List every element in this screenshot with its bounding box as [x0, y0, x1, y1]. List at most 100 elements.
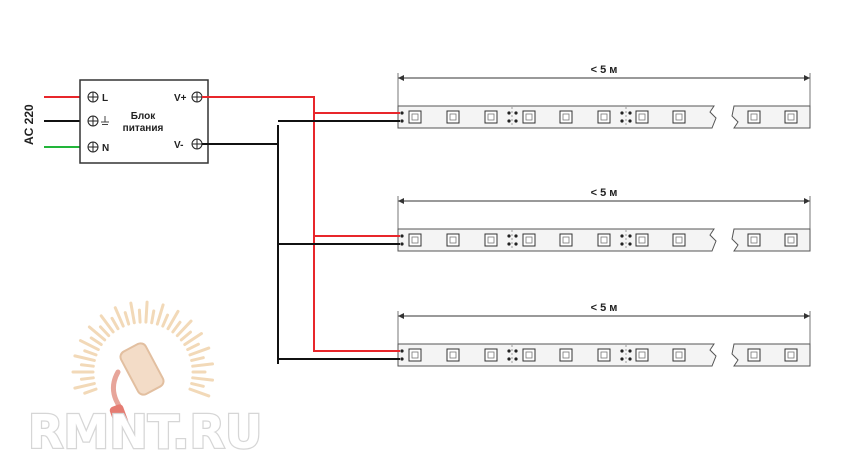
- solder-pad: [400, 349, 404, 353]
- led-chip-core: [675, 351, 683, 359]
- solder-pad: [507, 111, 511, 115]
- solder-pad: [628, 357, 632, 361]
- solder-pad: [514, 111, 518, 115]
- led-chip-core: [750, 236, 758, 244]
- led-chip-core: [562, 236, 570, 244]
- sunburst-logo: [71, 300, 215, 398]
- sunburst-ray: [188, 346, 211, 357]
- sunburst-ray: [83, 387, 98, 395]
- arrow-left-icon: [398, 198, 404, 204]
- sunburst-ray: [123, 311, 131, 326]
- arrow-right-icon: [804, 313, 810, 319]
- led-chip: [597, 110, 611, 124]
- sunburst-ray: [188, 387, 211, 398]
- led-chip: [484, 348, 498, 362]
- sunburst-ray: [191, 376, 215, 382]
- led-chip-core: [449, 351, 457, 359]
- led-strips: < 5 м < 5 м < 5 м: [278, 64, 811, 367]
- strip-segment-end: [731, 105, 811, 129]
- led-chip-core: [411, 236, 419, 244]
- led-chip: [784, 233, 798, 247]
- terminal-plus-icon: [191, 91, 203, 103]
- led-chip-core: [638, 351, 646, 359]
- led-chip-core: [525, 351, 533, 359]
- arrow-right-icon: [804, 75, 810, 81]
- led-chip: [408, 233, 422, 247]
- led-chip-core: [525, 236, 533, 244]
- strip-segment-main: [397, 343, 717, 367]
- solder-pad: [628, 349, 632, 353]
- sunburst-ray: [166, 309, 180, 331]
- led-chip-core: [487, 113, 495, 121]
- solder-pad: [628, 111, 632, 115]
- strip-segment-end: [731, 343, 811, 367]
- solder-pad: [620, 111, 624, 115]
- solder-pad: [620, 242, 624, 246]
- positive-bus-wire: [202, 96, 315, 352]
- led-chip-core: [600, 113, 608, 121]
- led-chip: [446, 348, 460, 362]
- sunburst-ray: [183, 332, 203, 347]
- led-chip: [559, 110, 573, 124]
- led-chip-core: [449, 113, 457, 121]
- led-chip-core: [638, 236, 646, 244]
- led-chip: [747, 110, 761, 124]
- arrow-right-icon: [804, 198, 810, 204]
- watermark-text: RMNT.RU: [28, 405, 262, 459]
- led-chip: [635, 233, 649, 247]
- led-strip: < 5 м: [278, 187, 811, 252]
- output-plus-label: V+: [174, 93, 187, 104]
- arrow-left-icon: [398, 75, 404, 81]
- terminal-l-icon: [87, 91, 99, 103]
- led-chip-core: [750, 351, 758, 359]
- strip-segment-main: [397, 105, 717, 129]
- strip-length-label: < 5 м: [591, 302, 618, 314]
- sunburst-ray: [73, 382, 96, 390]
- solder-pad: [620, 349, 624, 353]
- terminal-l-label: L: [102, 93, 108, 104]
- led-chip-core: [675, 236, 683, 244]
- led-chip-core: [787, 113, 795, 121]
- strip-length-label: < 5 м: [591, 64, 618, 76]
- solder-pad: [400, 242, 404, 246]
- led-chip-core: [638, 113, 646, 121]
- led-chip: [522, 348, 536, 362]
- sunburst-ray: [155, 303, 165, 326]
- led-chip: [635, 110, 649, 124]
- psu-title-line2: питания: [123, 123, 164, 134]
- sunburst-ray: [144, 300, 149, 324]
- sunburst-ray: [150, 309, 156, 325]
- psu-title-line1: Блок: [131, 111, 157, 122]
- led-chip: [484, 233, 498, 247]
- led-chip: [408, 348, 422, 362]
- led-chip: [597, 348, 611, 362]
- solder-pad: [507, 357, 511, 361]
- sunburst-ray: [161, 313, 170, 328]
- ac-input-label: AC 220: [22, 104, 36, 145]
- led-chip-core: [411, 113, 419, 121]
- strip-segment-end: [731, 228, 811, 252]
- paint-roller-icon: [109, 342, 165, 428]
- led-strip: < 5 м: [278, 302, 811, 367]
- strip-segment-main: [397, 228, 717, 252]
- sunburst-ray: [99, 314, 115, 334]
- solder-pad: [620, 357, 624, 361]
- led-chip-core: [600, 351, 608, 359]
- led-chip: [784, 348, 798, 362]
- led-chip: [672, 233, 686, 247]
- led-chip-core: [750, 113, 758, 121]
- solder-pad: [514, 242, 518, 246]
- led-chip-core: [600, 236, 608, 244]
- led-chip: [522, 233, 536, 247]
- input-wires: [44, 96, 80, 148]
- led-chip: [672, 348, 686, 362]
- sunburst-ray: [73, 354, 96, 362]
- sunburst-ray: [191, 362, 215, 368]
- sunburst-ray: [190, 382, 205, 388]
- led-chip: [522, 110, 536, 124]
- terminal-n-icon: [87, 141, 99, 153]
- terminal-minus-icon: [191, 138, 203, 150]
- terminal-earth-icon: [87, 115, 99, 127]
- led-chip: [672, 110, 686, 124]
- led-chip-core: [525, 113, 533, 121]
